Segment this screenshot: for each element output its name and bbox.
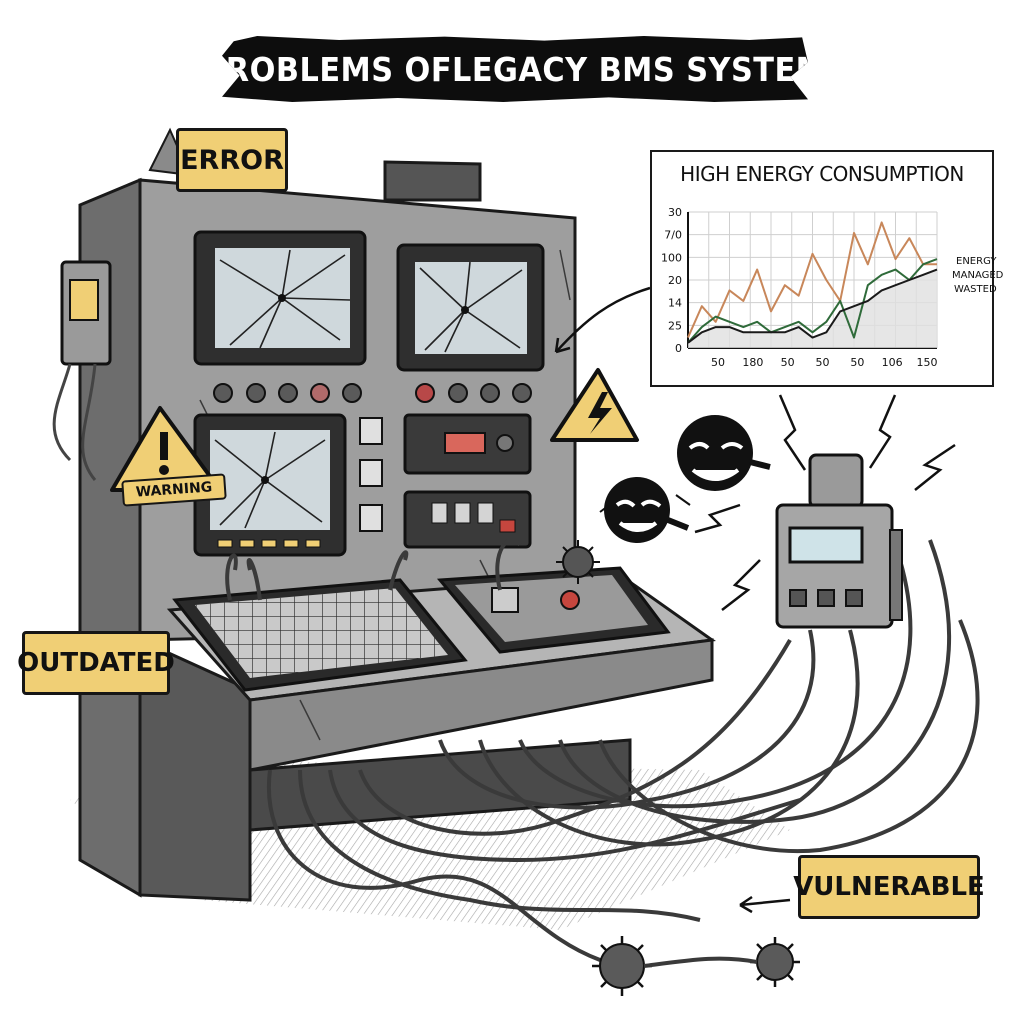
y-tick-label: 14 [668,297,682,310]
hacker-face-icon [604,477,690,543]
x-tick-label: 106 [882,356,903,369]
cracked-screen-icon [396,243,545,372]
control-panel-module [403,490,532,549]
chart-pointer-arrowhead [554,337,571,354]
series-area-wasted [688,269,937,348]
series-line-managed [687,258,938,344]
chart-plot: 30 7/0 100 20 14 25 0 50 180 50 50 50 106 150 [661,206,938,369]
series-line-energy [687,221,937,338]
legend-managed: MANAGED [952,270,1004,281]
chart-pointer-arrow [555,286,651,353]
hacker-face-icon [677,415,771,491]
title-banner: PROBLEMS OFLEGACY BMS SYSTEM [222,36,808,102]
console-knobs [213,383,532,403]
cracked-screen-icon [193,230,367,366]
vulnerable-pointer-arrow [739,895,791,914]
x-tick-label: 50 [711,356,725,369]
x-tick-label: 50 [816,356,830,369]
toggle-switches [359,417,383,532]
control-panel-module [403,413,532,475]
page-title: PROBLEMS OFLEGACY BMS SYSTEM [203,49,827,89]
x-tick-label: 50 [781,356,795,369]
x-tick-label: 180 [742,356,763,369]
outdated-tag: OUTDATED [17,631,175,695]
y-tick-label: 7/0 [664,229,682,242]
bms-controller-device [775,453,903,629]
legend-energy: ENERGY [956,256,997,267]
thought-bubble-tail [599,494,691,513]
x-tick-label: 150 [917,356,938,369]
electric-spark-lines [694,394,956,611]
y-tick-label: 25 [668,319,682,332]
y-tick-label: 30 [668,206,682,219]
error-tag: ERROR [176,128,288,192]
vulnerable-tag: VULNERABLE [793,855,985,919]
legend-wasted: WASTED [954,284,997,295]
wall-controller-box [52,260,112,481]
energy-chart: HIGH ENERGY CONSUMPTION 30 7/0 100 20 14 25 0 5… [650,150,1003,387]
y-tick-label: 100 [661,251,682,264]
virus-link-cable [643,956,758,968]
y-tick-label: 0 [675,342,682,355]
tangled-cables [225,538,980,962]
chart-title: HIGH ENERGY CONSUMPTION [680,162,964,186]
series-line-wasted [687,268,938,344]
cracked-screen-icon [193,413,347,557]
virus-icon [750,937,800,987]
virus-icon [556,540,600,584]
virus-icon [592,936,652,996]
y-tick-label: 20 [668,274,682,287]
x-tick-label: 50 [850,356,864,369]
lightning-hazard-icon [550,368,639,442]
